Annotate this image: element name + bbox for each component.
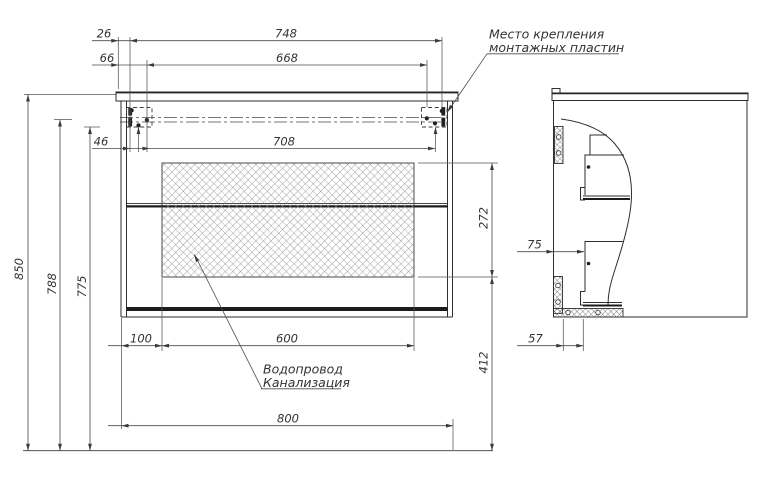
curved-front-profile (560, 118, 633, 306)
hatch-sink-zone (161, 162, 415, 278)
dim-46: 46 (94, 135, 109, 149)
dim-412: 412 (477, 352, 491, 374)
dimension-layer: 26 748 66 668 46 708 850 788 775 100 600… (12, 27, 584, 452)
mounting-plate-right (421, 107, 448, 128)
front-view (115, 91, 459, 318)
dim-75: 75 (527, 238, 542, 252)
side-lower-drawer (580, 241, 623, 307)
dim-600: 600 (276, 332, 298, 346)
side-body-outline (553, 100, 748, 318)
leader-mounting: Место крепления монтажных пластин (447, 27, 624, 113)
dim-668: 668 (276, 51, 298, 65)
dim-66: 66 (100, 51, 115, 65)
side-bottom-panel (553, 308, 624, 318)
dim-100: 100 (130, 332, 152, 346)
dim-272: 272 (477, 207, 491, 229)
dim-850: 850 (12, 258, 26, 280)
dim-800: 800 (277, 412, 299, 426)
side-mounting-plate-bottom (553, 276, 563, 314)
dim-748: 748 (275, 27, 297, 41)
countertop-side (551, 88, 749, 101)
leader-plumbing: Водопровод Канализация (194, 254, 350, 390)
dim-26: 26 (97, 27, 112, 41)
dim-788: 788 (45, 273, 59, 295)
dim-775: 775 (75, 276, 89, 298)
side-mounting-plate-top (554, 126, 564, 164)
mounting-note-line2: монтажных пластин (489, 40, 624, 55)
dim-708: 708 (273, 135, 295, 149)
side-view (551, 88, 749, 318)
dim-57: 57 (528, 332, 543, 346)
mounting-note-line1: Место крепления (489, 27, 605, 42)
countertop-front (115, 91, 459, 102)
side-upper-drawer (580, 134, 630, 201)
plumbing-note-line2: Канализация (263, 375, 350, 390)
plumbing-note-line1: Водопровод (263, 362, 343, 377)
